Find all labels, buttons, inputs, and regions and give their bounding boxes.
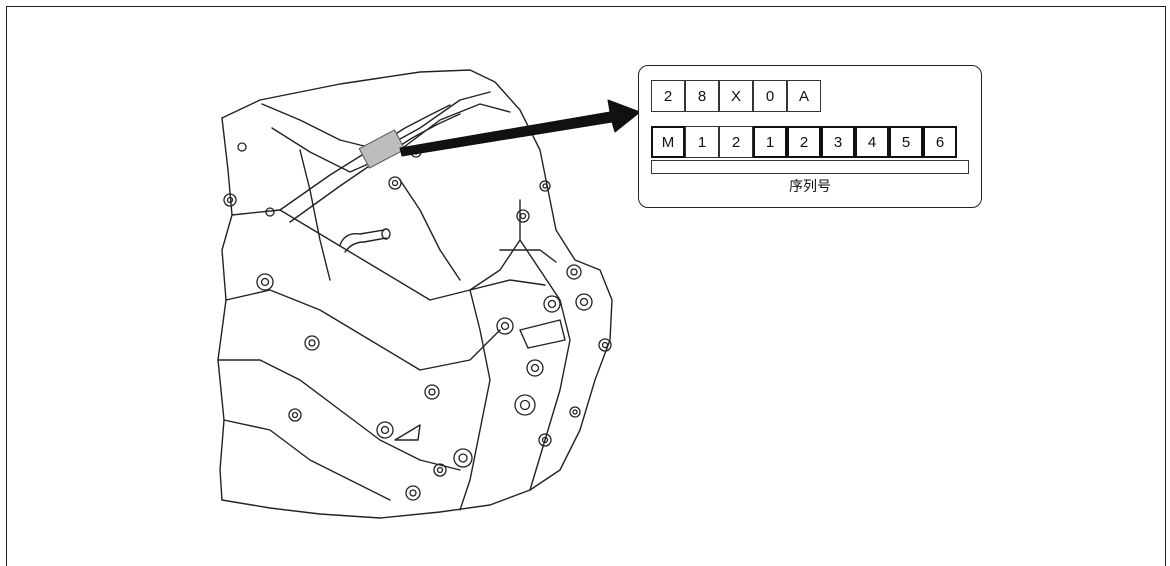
diagram-frame [6,6,1166,566]
serial-label-callout: 2 8 X 0 A M 1 2 1 2 3 4 5 6 序列号 [638,65,982,208]
rib-2 [469,279,546,291]
bolts [223,142,612,501]
callout-arrow [399,99,641,157]
serial-digit: 1 [753,126,787,158]
rib-1 [499,249,557,263]
serial-number-caption: 序列号 [789,178,831,194]
panel-line-3 [217,359,461,471]
model-code-char: 0 [753,80,787,112]
panel-line-8 [299,149,331,281]
serial-digit: 5 [889,126,923,158]
serial-year-char: 1 [685,126,719,158]
panel-line-6 [519,239,571,491]
housing-left-edge [217,117,233,501]
model-code-char: 2 [651,80,685,112]
housing-outline [221,69,613,519]
serial-prefix-char: M [651,126,685,158]
model-code-char: A [787,80,821,112]
serial-digit: 4 [855,126,889,158]
panel-line-4 [223,419,391,501]
serial-digit: 6 [923,126,957,158]
model-code-char: 8 [685,80,719,112]
panel-line-1 [231,199,521,301]
panel-line-7 [399,179,461,281]
strap-band-2 [289,113,461,223]
serial-bracket-strip [651,160,969,174]
bracket-detail [519,319,566,349]
bracket-detail-2 [394,424,421,441]
serial-digit: 3 [821,126,855,158]
panel-line-5 [459,289,491,511]
serial-month-char: 2 [719,126,753,158]
serial-digit: 2 [787,126,821,158]
label-location-marker [358,129,406,169]
pipe-fitting [339,229,387,253]
model-code-char: X [719,80,753,112]
panel-line-2 [225,289,501,371]
